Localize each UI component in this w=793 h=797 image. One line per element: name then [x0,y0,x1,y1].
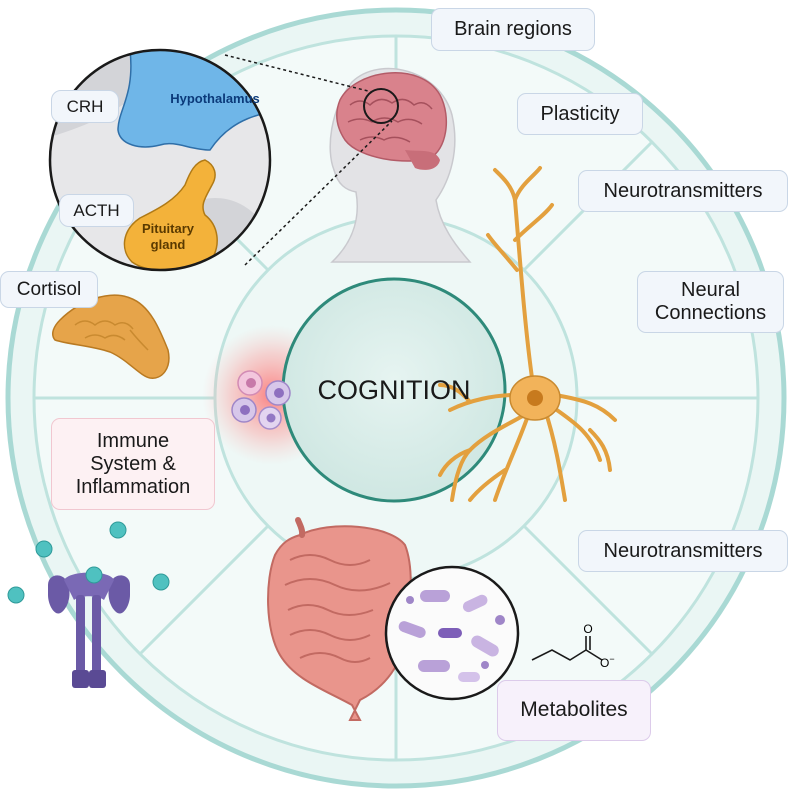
cortisol-label: Cortisol [0,271,98,308]
adrenal-gland-icon [52,294,170,379]
molecule-oxygen-charged-letter: O [600,656,610,670]
immune-line3: Inflammation [75,475,191,498]
cognition-label: COGNITION [317,374,471,405]
brain-regions-label: Brain regions [431,8,595,51]
intestine-icon [267,517,412,721]
zoom-circle [363,88,399,124]
neurotransmitters-bottom-label: Neurotransmitters [578,530,788,572]
pituitary-label-line1: Pituitary [141,221,194,236]
metabolites-label: Metabolites [497,680,651,741]
zoom-lines [224,54,393,266]
immune-line2: System & [90,452,176,475]
hypothalamus-label: Hypothalamus [170,91,260,106]
neurotransmitters-top-label: Neurotransmitters [578,170,788,212]
acth-label: ACTH [59,194,134,227]
cytokine-icon [7,521,170,604]
molecule-oxygen-top: O [583,622,593,636]
pituitary-label-line2: gland [150,237,186,252]
immune-system-label: Immune System & Inflammation [51,418,215,510]
human-head-icon [329,67,472,263]
crh-label: CRH [51,90,119,123]
bacteria-inset [384,565,520,701]
cytokine-receptor-icon [48,572,130,688]
pituitary-shape [123,159,218,270]
neural-connections-line2: Connections [654,302,767,324]
molecule-oxygen-charged: O− [600,654,624,670]
immune-line1: Immune [96,429,170,452]
butyrate-molecule-icon [531,636,603,661]
plasticity-label: Plasticity [517,93,643,135]
neural-connections-label: Neural Connections [637,271,784,333]
neural-connections-line1: Neural [681,279,740,301]
immune-cells-icon [231,370,291,430]
molecule-charge-sign: − [609,654,615,664]
